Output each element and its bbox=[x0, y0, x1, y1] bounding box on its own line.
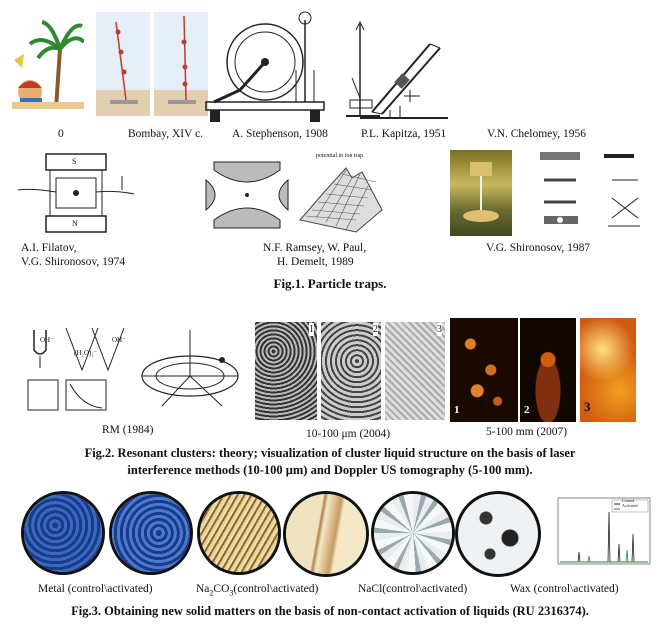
laser-interference-image-3 bbox=[385, 322, 445, 420]
caption-bombay: Bombay, XIV c. bbox=[128, 128, 204, 140]
laser-panel-number-2: 2 bbox=[373, 323, 378, 336]
laser-interference-image-1 bbox=[255, 322, 317, 420]
caption-filatov-line1: A.I. Filatov, bbox=[21, 242, 77, 254]
oh-label-right: OH⁻ bbox=[112, 336, 126, 344]
ion-trap-plot-title: potential in ion trap bbox=[316, 153, 364, 159]
caption-shironosov-1987: V.G. Shironosov, 1987 bbox=[486, 242, 591, 254]
doppler-tomography-image-2 bbox=[520, 318, 576, 422]
filatov-label-s: S bbox=[72, 157, 77, 166]
metal-control-micrograph bbox=[24, 494, 102, 572]
kapitza-pendulum-diagram bbox=[340, 18, 390, 120]
shironosov-trap-sketches bbox=[520, 150, 650, 234]
caption-chelomey: V.N. Chelomey, 1956 bbox=[487, 128, 587, 140]
palm-cartoon-illustration bbox=[12, 14, 84, 109]
filatov-magnetic-trap-diagram bbox=[16, 150, 136, 236]
caption-metal: Metal (control\activated) bbox=[38, 583, 153, 595]
paul-trap-electrode-diagram bbox=[204, 160, 290, 230]
fig2-title-line2: interference methods (10-100 μm) and Dop… bbox=[127, 463, 533, 477]
doppler-tomography-image-1 bbox=[450, 318, 518, 422]
caption-na2co3: Na2CO3(control\activated) bbox=[196, 583, 318, 599]
na2co3-control-micrograph bbox=[200, 494, 278, 572]
ion-trap-potential-surface bbox=[296, 150, 386, 234]
spectrum-plot bbox=[548, 494, 652, 578]
caption-stephenson: A. Stephenson, 1908 bbox=[232, 128, 328, 140]
caption-ramsey-line2: H. Demelt, 1989 bbox=[277, 256, 354, 268]
caption-ramsey-line1: N.F. Ramsey, W. Paul, bbox=[263, 242, 367, 254]
spectrum-legend-control: Control bbox=[622, 498, 635, 503]
na2co3-control-activated: (control\activated) bbox=[233, 583, 319, 595]
metal-activated-micrograph bbox=[112, 494, 190, 572]
wax-activated-micrograph bbox=[458, 494, 538, 574]
na2co3-na: Na bbox=[196, 583, 210, 595]
shironosov-trap-photo bbox=[450, 150, 512, 236]
caption-kapitza: P.L. Kapitza, 1951 bbox=[361, 128, 447, 140]
doppler-panel-number-1: 1 bbox=[454, 404, 460, 416]
caption-zero: 0 bbox=[58, 128, 64, 140]
na2co3-sub-2: 2 bbox=[209, 588, 214, 598]
doppler-panel-number-3: 3 bbox=[584, 399, 591, 414]
caption-nacl: NaCl(control\activated) bbox=[358, 583, 468, 595]
bombay-rope-trick-diagram bbox=[96, 12, 208, 116]
filatov-label-n: N bbox=[72, 219, 78, 228]
caption-laser-2004: 10-100 μm (2004) bbox=[306, 428, 391, 440]
laser-interference-image-2 bbox=[321, 322, 381, 420]
na2co3-sub-3: 3 bbox=[229, 588, 234, 598]
laser-panel-number-1: 1 bbox=[309, 323, 314, 336]
caption-wax: Wax (control\activated) bbox=[510, 583, 619, 595]
laser-panel-number-3: 3 bbox=[437, 323, 442, 336]
nacl-control-micrograph bbox=[374, 494, 452, 572]
fig3-title: Fig.3. Obtaining new solid matters on th… bbox=[71, 604, 589, 618]
resonant-cluster-theory-diagram bbox=[22, 320, 244, 416]
h2o2-label: (H₂O)₂⁻ bbox=[74, 349, 98, 357]
oh-label-left: OH⁻ bbox=[40, 336, 54, 344]
caption-rm-1984: RM (1984) bbox=[102, 424, 154, 436]
na2co3-co: CO bbox=[213, 583, 230, 595]
na2co3-activated-micrograph bbox=[286, 494, 366, 574]
caption-filatov-line2: V.G. Shironosov, 1974 bbox=[21, 256, 126, 268]
doppler-tomography-image-3 bbox=[580, 318, 636, 422]
fig2-title-line1: Fig.2. Resonant clusters: theory; visual… bbox=[84, 446, 576, 460]
doppler-panel-number-2: 2 bbox=[524, 404, 530, 416]
spectrum-legend-activated: Activated bbox=[622, 503, 638, 508]
chelomey-vibration-apparatus bbox=[360, 36, 448, 120]
caption-doppler-2007: 5-100 mm (2007) bbox=[486, 426, 568, 438]
stephenson-pendulum-apparatus bbox=[200, 10, 330, 122]
fig1-title: Fig.1. Particle traps. bbox=[273, 276, 387, 291]
